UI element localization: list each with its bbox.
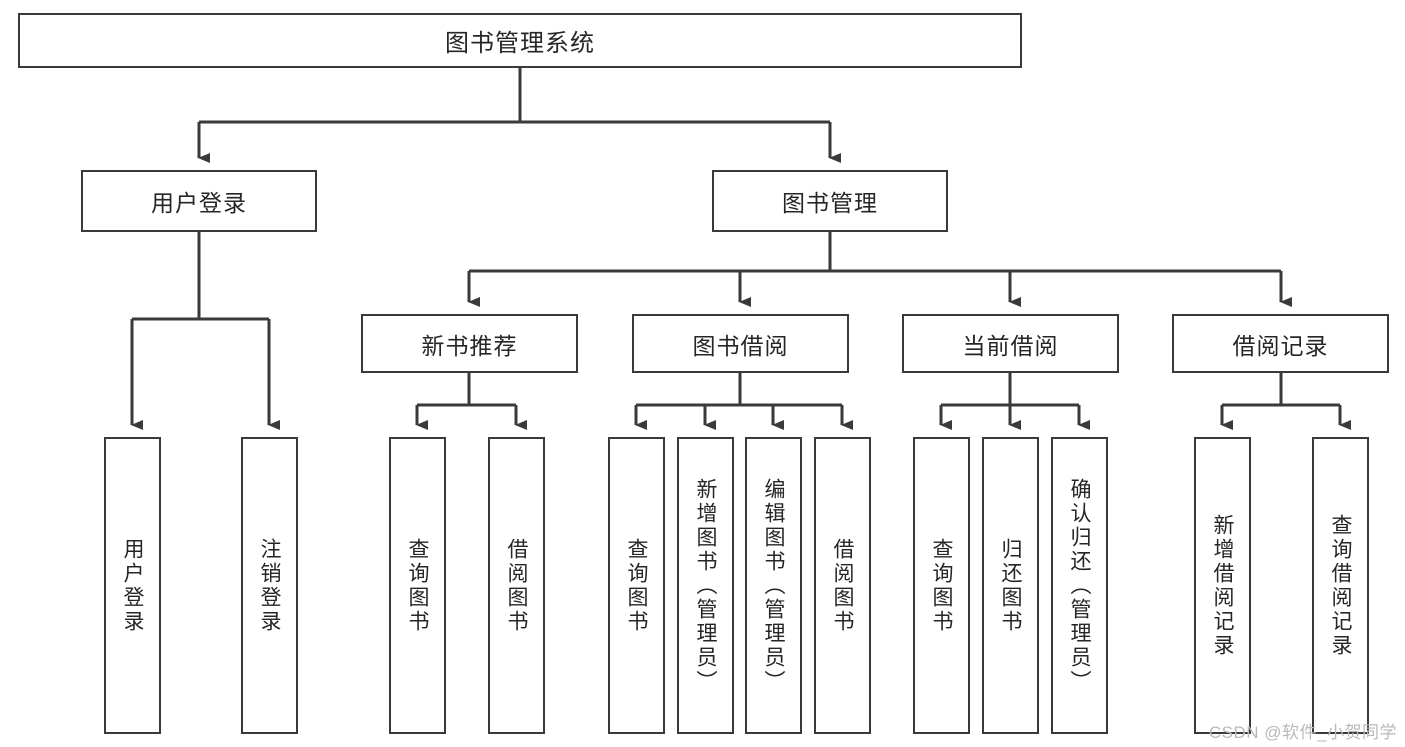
node-leaf-query-book-3-label: 查询图书 [930,537,953,634]
node-leaf-add-record[interactable]: 新增借阅记录 [1194,437,1251,734]
node-leaf-add-book[interactable]: 新增图书（管理员） [677,437,734,734]
node-leaf-user-login-label: 用户登录 [121,537,144,634]
node-leaf-query-book-2[interactable]: 查询图书 [608,437,665,734]
node-new-book-rec[interactable]: 新书推荐 [361,314,578,373]
node-leaf-borrow-book-2[interactable]: 借阅图书 [814,437,871,734]
node-leaf-logout-label: 注销登录 [258,537,281,634]
watermark-text: CSDN @软件_小贺同学 [1208,723,1397,742]
node-leaf-query-book-2-label: 查询图书 [625,537,648,634]
node-leaf-edit-book-label: 编辑图书（管理员） [762,477,785,694]
node-leaf-user-login[interactable]: 用户登录 [104,437,161,734]
node-root[interactable]: 图书管理系统 [18,13,1022,68]
node-book-manage[interactable]: 图书管理 [712,170,948,232]
node-current-borrow[interactable]: 当前借阅 [902,314,1119,373]
node-leaf-return-book-label: 归还图书 [999,537,1022,634]
node-borrow-record[interactable]: 借阅记录 [1172,314,1389,373]
node-leaf-logout[interactable]: 注销登录 [241,437,298,734]
node-leaf-query-book-1-label: 查询图书 [406,537,429,634]
node-leaf-confirm-return-label: 确认归还（管理员） [1068,477,1091,694]
node-leaf-add-record-label: 新增借阅记录 [1211,513,1234,658]
node-leaf-borrow-book-1-label: 借阅图书 [505,537,528,634]
node-book-borrow[interactable]: 图书借阅 [632,314,849,373]
node-user-login[interactable]: 用户登录 [81,170,317,232]
node-leaf-return-book[interactable]: 归还图书 [982,437,1039,734]
node-leaf-add-book-label: 新增图书（管理员） [694,477,717,694]
node-leaf-query-book-3[interactable]: 查询图书 [913,437,970,734]
node-leaf-query-book-1[interactable]: 查询图书 [389,437,446,734]
node-leaf-borrow-book-1[interactable]: 借阅图书 [488,437,545,734]
node-leaf-query-record[interactable]: 查询借阅记录 [1312,437,1369,734]
node-leaf-confirm-return[interactable]: 确认归还（管理员） [1051,437,1108,734]
node-leaf-borrow-book-2-label: 借阅图书 [831,537,854,634]
node-leaf-query-record-label: 查询借阅记录 [1329,513,1352,658]
node-leaf-edit-book[interactable]: 编辑图书（管理员） [745,437,802,734]
